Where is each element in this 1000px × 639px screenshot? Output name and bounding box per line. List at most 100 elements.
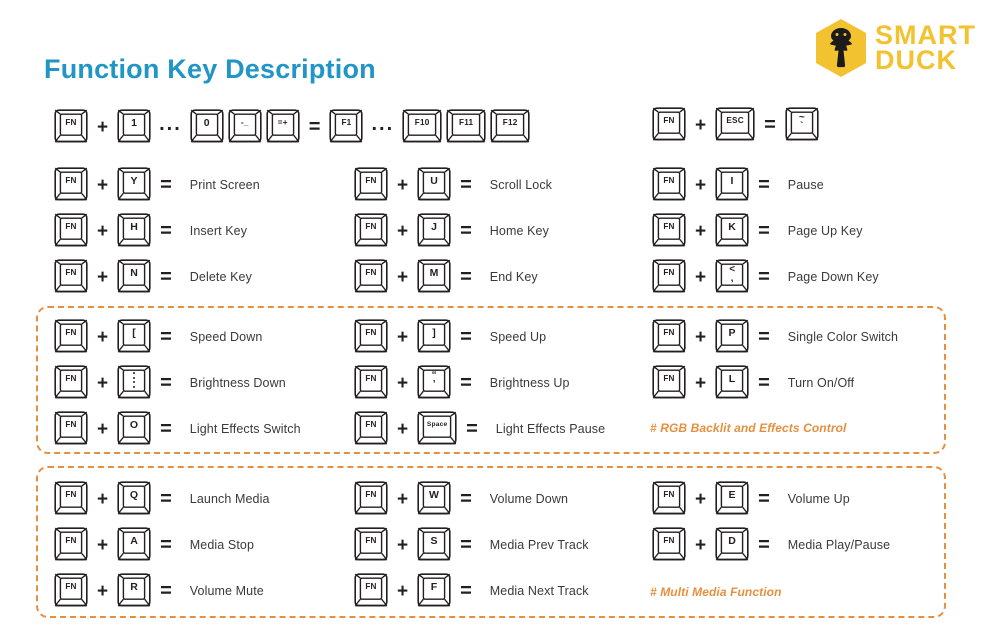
media-media-stop[interactable]: FN+A=Media Stop [52,526,254,564]
keycap-L: L [714,364,750,402]
keycap-S: S [416,526,452,564]
shortcut-label: Volume Down [489,492,569,506]
rgb-brightness-down[interactable]: FN+=Brightness Down [52,364,286,402]
basic-print-screen[interactable]: FN+Y=Print Screen [52,166,260,204]
equals-operator: = [758,326,770,348]
rgb-speed-down[interactable]: FN + [ = Speed Down [52,318,262,356]
duck-hexagon-icon [813,18,869,78]
media-volume-mute[interactable]: FN+R=Volume Mute [52,572,264,610]
media-media-next-track[interactable]: FN+F=Media Next Track [352,572,589,610]
media-media-prev-track[interactable]: FN+S=Media Prev Track [352,526,589,564]
keycap-I: I [714,166,750,204]
shortcut-label: Light Effects Switch [189,422,301,436]
plus-operator: + [97,326,109,348]
shortcut-label: Volume Mute [189,584,264,598]
plus-operator: + [97,372,109,394]
shortcut-row-fn-esc-tilde[interactable]: FN+ESC=~` [650,106,821,144]
rgb-turn-on-off[interactable]: FN+L=Turn On/Off [650,364,854,402]
equals-operator: = [460,326,472,348]
rgb-light-effects-switch[interactable]: FN+O=Light Effects Switch [52,410,301,448]
shortcut-label: Speed Up [489,330,547,344]
keycap-FN: FN [53,364,89,402]
equals-operator: = [160,220,172,242]
basic-pause[interactable]: FN+I=Pause [650,166,824,204]
keycap-FN: FN [353,212,389,250]
keycap-N: N [116,258,152,296]
plus-operator: + [97,488,109,510]
keycap-: -_ [227,108,263,146]
plus-operator: + [97,418,109,440]
basic-page-down-key[interactable]: FN+<,=Page Down Key [650,258,879,296]
keycap-F10: F10 [401,108,443,146]
plus-operator: + [97,266,109,288]
keycap-F12: F12 [489,108,531,146]
equals-operator: = [460,488,472,510]
plus-operator: + [695,488,707,510]
basic-end-key[interactable]: FN+M=End Key [352,258,538,296]
rgb-single-color-switch[interactable]: FN+P=Single Color Switch [650,318,898,356]
equals-operator: = [160,580,172,602]
keycap-FN: FN [651,166,687,204]
keycap-FN: FN [53,166,89,204]
shortcut-label: Single Color Switch [787,330,899,344]
plus-operator: + [97,580,109,602]
keycap- [116,364,152,402]
keycap-Space: Space [416,410,458,448]
keycap-FN: FN [651,106,687,144]
basic-home-key[interactable]: FN+J=Home Key [352,212,549,250]
equals-operator: = [466,418,478,440]
rgb-light-effects-pause[interactable]: FN+Space=Light Effects Pause [352,410,605,448]
keycap-F1: F1 [328,108,364,146]
media-volume-down[interactable]: FN+W=Volume Down [352,480,568,518]
shortcut-label: Page Down Key [787,270,879,284]
media-launch-media[interactable]: FN+Q=Launch Media [52,480,270,518]
rgb-group-box [36,306,946,454]
ellipsis-icon: ... [159,112,182,135]
equals-operator: = [758,174,770,196]
shortcut-label: Media Next Track [489,584,589,598]
keycap-: “’ [416,364,452,402]
shortcut-label: Brightness Down [189,376,286,390]
equals-operator: = [460,372,472,394]
equals-operator: = [460,220,472,242]
keycap-FN: FN [353,480,389,518]
shortcut-label: Delete Key [189,270,252,284]
equals-operator: = [160,326,172,348]
keycap-: [ [116,318,152,356]
keycap-E: E [714,480,750,518]
keycap-FN: FN [651,364,687,402]
shortcut-label: Insert Key [189,224,248,238]
keycap-glyph-stack: <, [729,263,736,284]
rgb-brightness-up[interactable]: FN+“’=Brightness Up [352,364,570,402]
shortcut-label: Pause [787,178,824,192]
equals-operator: = [308,116,321,138]
plus-operator: + [397,326,409,348]
keycap-P: P [714,318,750,356]
keycap-FN: FN [53,212,89,250]
keycap-: ] [416,318,452,356]
brand-logo: SMART DUCK [813,18,976,78]
keycap-FN: FN [53,318,89,356]
keycap-FN: FN [353,572,389,610]
ellipsis-icon: ... [371,112,395,135]
shortcut-label: Launch Media [189,492,270,506]
shortcut-label: Speed Down [189,330,263,344]
basic-scroll-lock[interactable]: FN+U=Scroll Lock [352,166,552,204]
basic-delete-key[interactable]: FN+N=Delete Key [52,258,252,296]
keycap-O: O [116,410,152,448]
plus-operator: + [695,266,707,288]
plus-operator: + [397,220,409,242]
basic-page-up-key[interactable]: FN+K=Page Up Key [650,212,863,250]
keycap-M: M [416,258,452,296]
media-volume-up[interactable]: FN+E=Volume Up [650,480,850,518]
shortcut-label: End Key [489,270,538,284]
media-media-play-pause[interactable]: FN+D=Media Play/Pause [650,526,890,564]
keycap-J: J [416,212,452,250]
basic-insert-key[interactable]: FN+H=Insert Key [52,212,247,250]
equals-operator: = [160,174,172,196]
rgb-speed-up[interactable]: FN+]=Speed Up [352,318,546,356]
keycap-1: 1 [116,108,152,146]
shortcut-label: Print Screen [189,178,260,192]
shortcut-label: Media Stop [189,538,255,552]
